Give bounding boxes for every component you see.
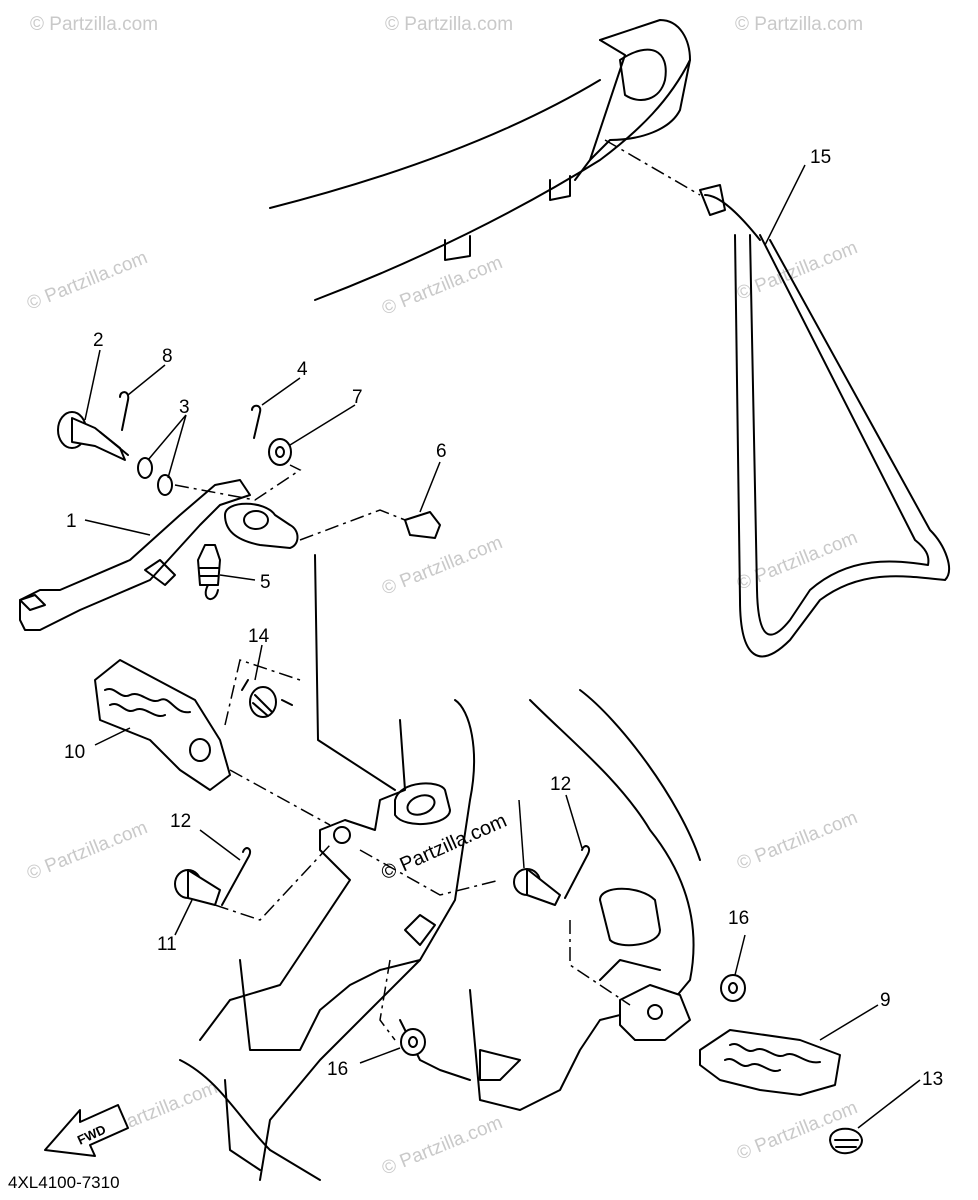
callout-14: 14 (248, 626, 270, 647)
callout-1: 1 (66, 511, 77, 532)
callout-4: 4 (297, 359, 308, 380)
callout-6: 6 (436, 441, 447, 462)
callout-15: 15 (810, 147, 831, 168)
watermark: © Partzilla.com (24, 247, 151, 314)
frame-body (179, 554, 701, 1181)
callout-13: 13 (922, 1069, 943, 1090)
callout-16: 16 (327, 1059, 348, 1080)
assembly-lines (174, 464, 501, 1041)
leader-lines (84, 164, 921, 1129)
watermark: © Partzilla.com (734, 237, 861, 304)
watermark-layer: © Partzilla.com © Partzilla.com © Partzi… (24, 14, 863, 1180)
watermark: © Partzilla.com (379, 1112, 506, 1179)
pivot-pins (174, 844, 591, 921)
watermark: © Partzilla.com (30, 14, 158, 35)
watermark: © Partzilla.com (379, 532, 506, 599)
watermark: © Partzilla.com (385, 14, 513, 35)
callout-12: 12 (550, 774, 571, 795)
o-rings (137, 457, 173, 496)
watermark-dark: © Partzilla.com (378, 810, 510, 885)
left-footrest (94, 659, 331, 826)
watermark: © Partzilla.com (24, 817, 151, 884)
right-footrest (569, 920, 841, 1096)
callout-5: 5 (260, 572, 271, 593)
watermark: © Partzilla.com (379, 252, 506, 319)
side-stand-loop (604, 139, 950, 658)
callout-11: 11 (157, 934, 177, 955)
callout-3: 3 (179, 397, 190, 418)
clip (829, 1127, 863, 1155)
callout-16: 16 (728, 908, 749, 929)
callout-7: 7 (352, 387, 363, 408)
callout-9: 9 (880, 990, 891, 1011)
clevis-pin (404, 511, 441, 539)
brake-spring (197, 544, 221, 600)
collars (400, 974, 746, 1056)
callout-8: 8 (162, 346, 173, 367)
drawing-code: 4XL4100-7310 (8, 1173, 120, 1192)
callout-numbers: 2 8 3 4 7 6 1 5 14 10 12 11 12 15 16 9 1… (64, 147, 943, 1090)
washer (268, 438, 292, 466)
brake-pedal (19, 479, 299, 631)
cotter-pins (119, 391, 262, 439)
pivot-bolt (57, 411, 129, 461)
rear-fender-outline (269, 19, 691, 301)
watermark: © Partzilla.com (735, 14, 863, 35)
callout-12: 12 (170, 811, 191, 832)
footrest-spring (224, 659, 301, 726)
watermark: © Partzilla.com (734, 807, 861, 874)
watermark: © Partzilla.com (734, 527, 861, 594)
callout-2: 2 (93, 330, 104, 351)
fwd-arrow: FWD (44, 1104, 129, 1157)
callout-10: 10 (64, 742, 85, 763)
